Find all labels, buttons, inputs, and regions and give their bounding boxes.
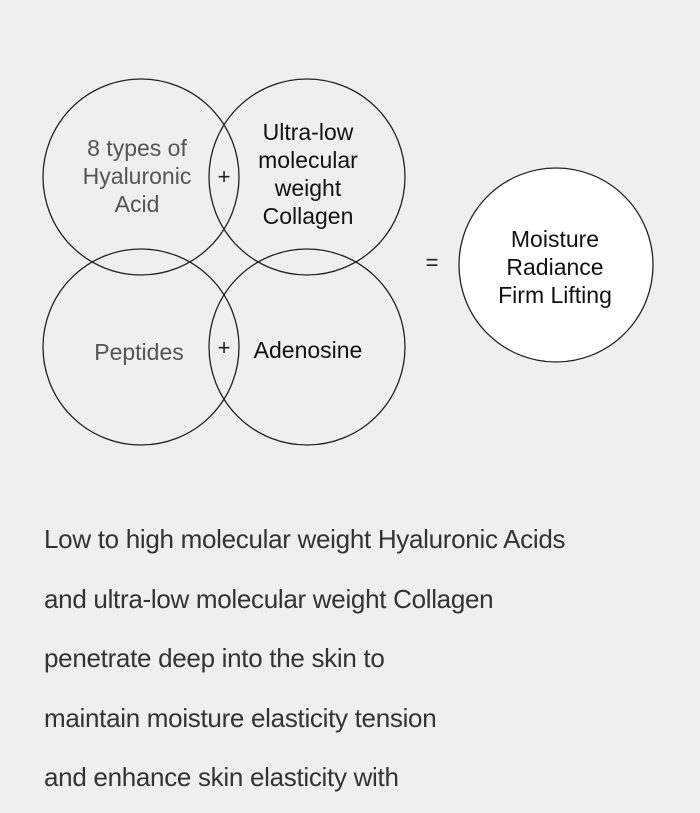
- equals-sign: =: [425, 250, 439, 275]
- venn-circles: [42, 78, 654, 446]
- circle-collagen: [208, 78, 406, 276]
- label-adenosine: Adenosine: [253, 337, 363, 363]
- circle-hyaluronic: [42, 78, 240, 276]
- plus-sign-bottom: +: [217, 335, 231, 360]
- label-result: Moisture Radiance Firm Lifting: [498, 226, 612, 308]
- plus-sign-top: +: [217, 164, 231, 189]
- description-text: Low to high molecular weight Hyaluronic …: [44, 515, 684, 813]
- description-line: penetrate deep into the skin to: [44, 643, 385, 673]
- circle-adenosine: [208, 248, 406, 446]
- ingredient-diagram: 8 types of Hyaluronic Acid Ultra-low mol…: [42, 78, 654, 446]
- circle-result: [458, 167, 654, 363]
- description-line: and ultra-low molecular weight Collagen: [44, 583, 494, 614]
- circle-peptides: [42, 248, 240, 446]
- description-line: maintain moisture elasticity tension: [44, 702, 437, 733]
- label-collagen: Ultra-low molecular weight Collagen: [258, 119, 358, 229]
- label-hyaluronic: 8 types of Hyaluronic Acid: [82, 135, 192, 217]
- label-peptides: Peptides: [94, 339, 184, 365]
- description-line: Low to high molecular weight Hyaluronic …: [44, 524, 566, 554]
